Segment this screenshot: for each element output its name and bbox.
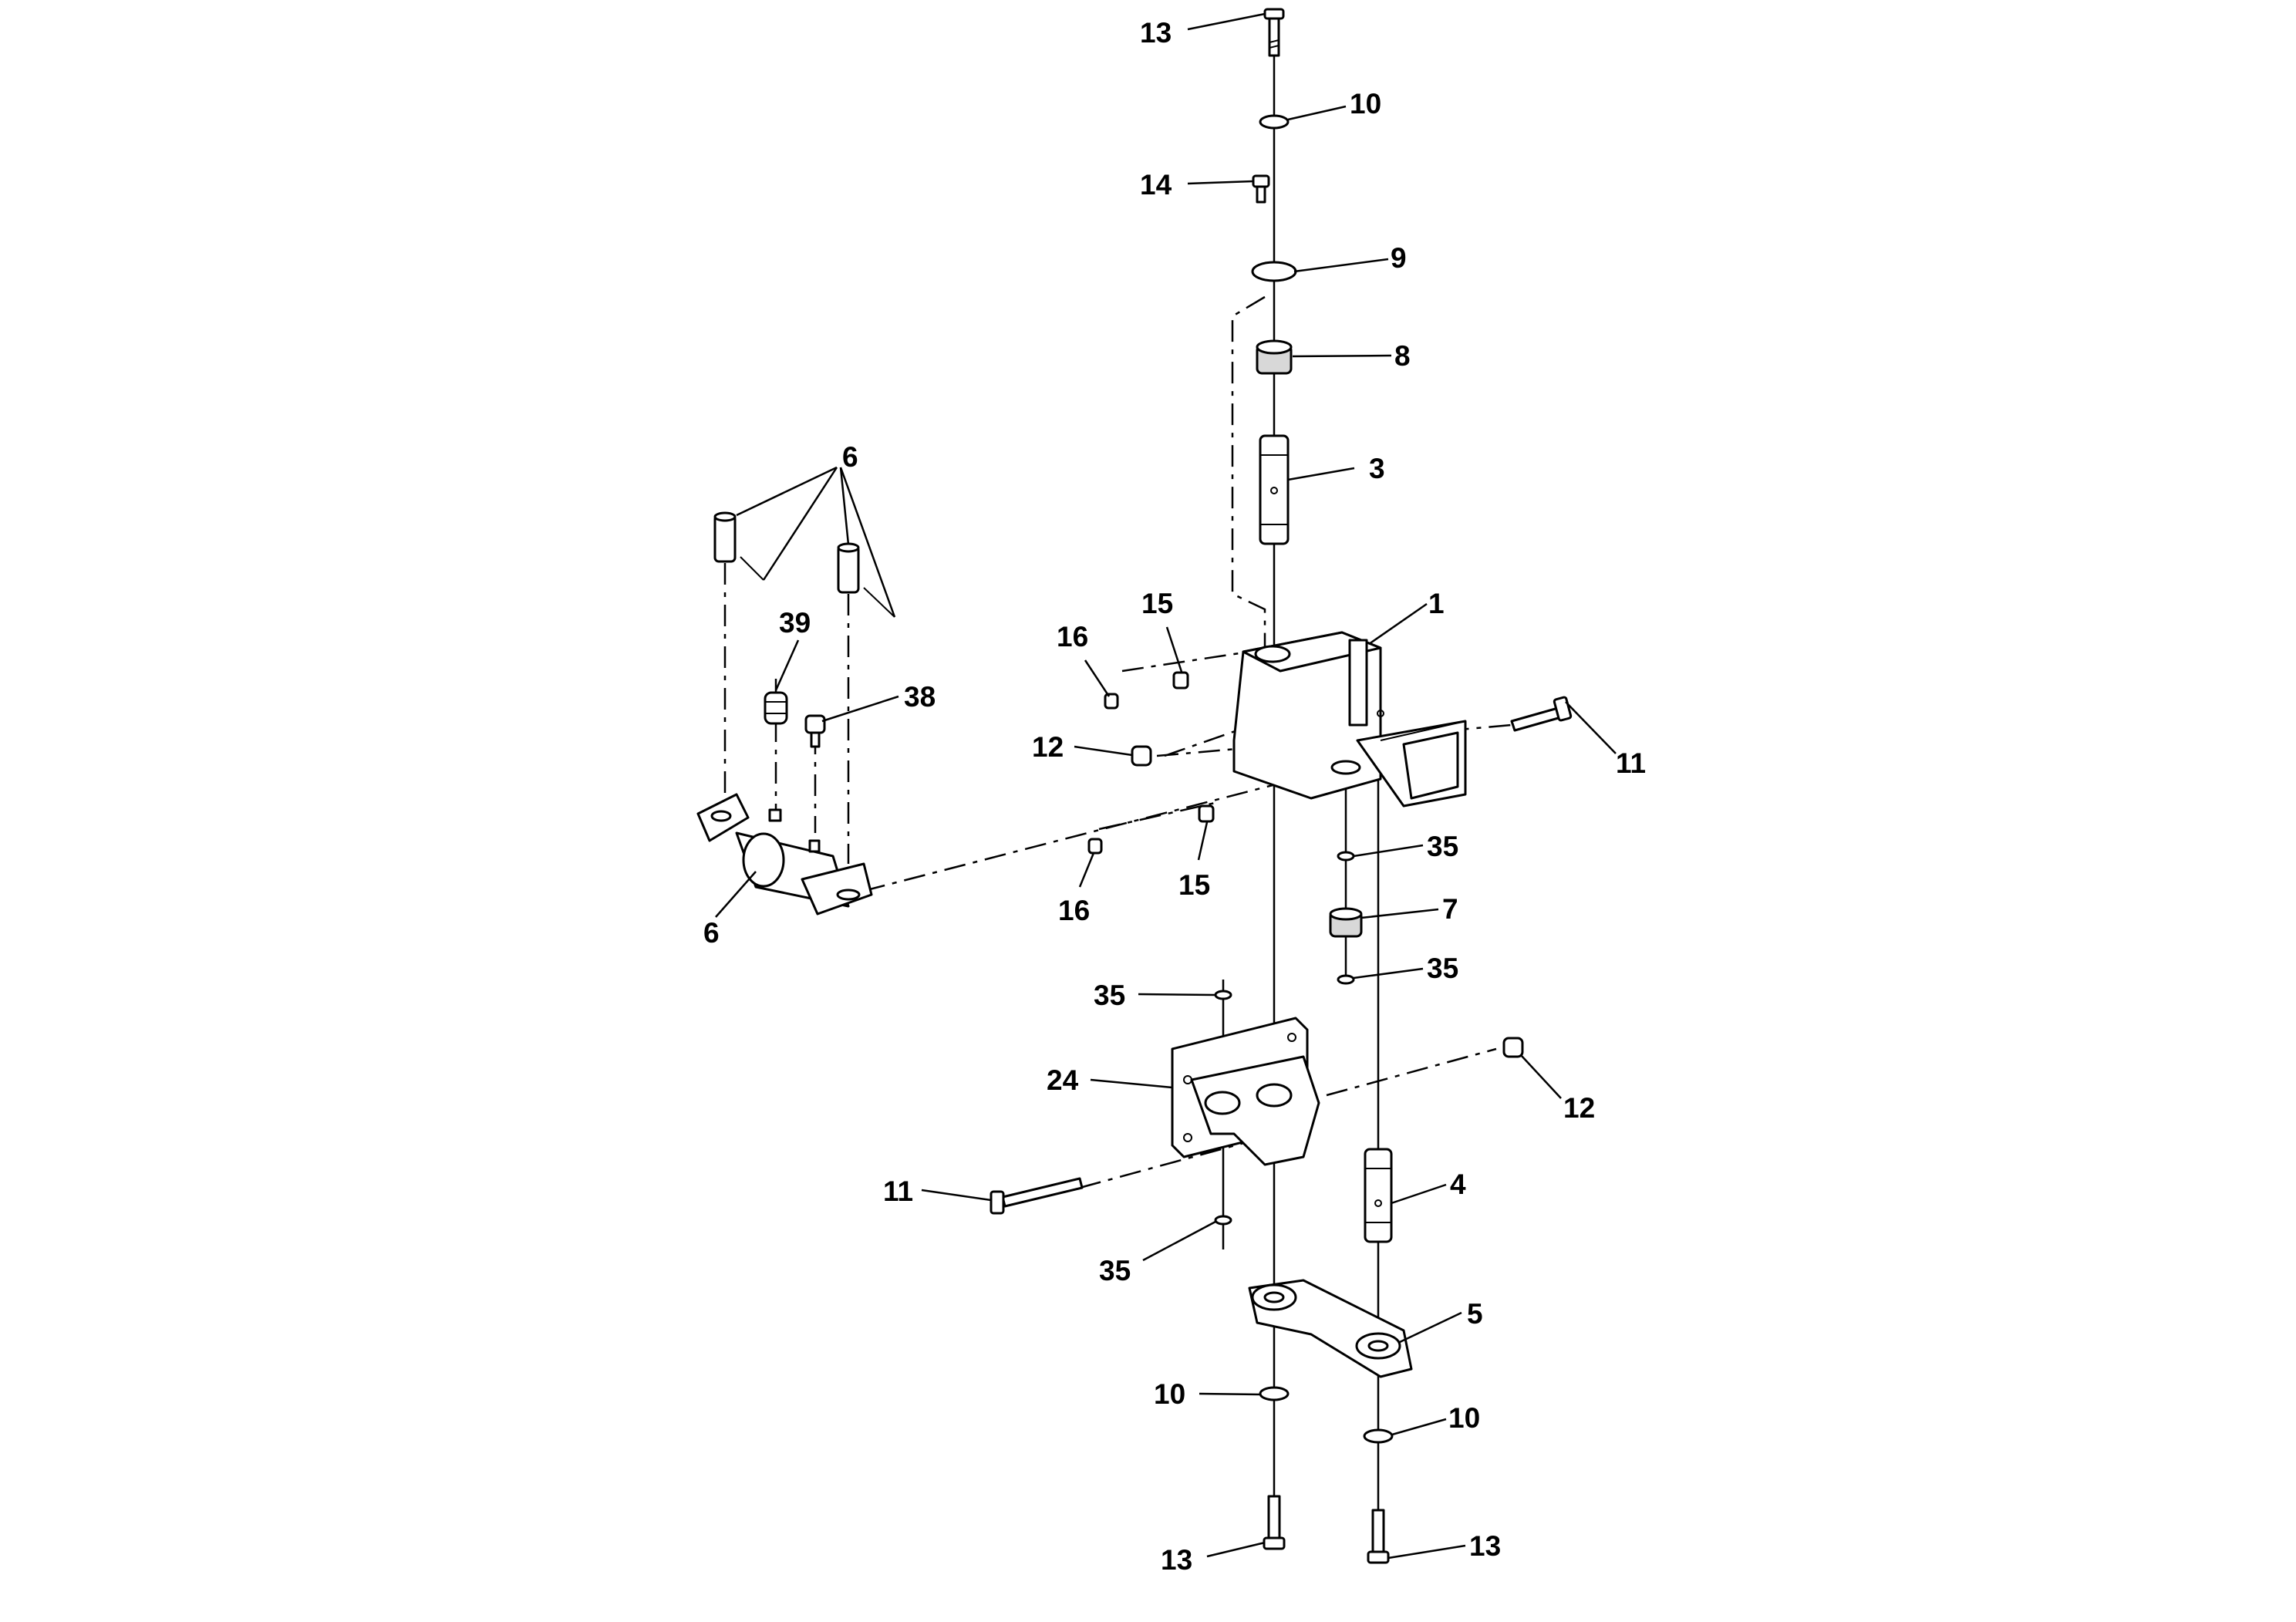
callout-14: 14: [1140, 169, 1172, 201]
callout-6-bottom: 6: [703, 917, 720, 949]
callout-1: 1: [1428, 588, 1445, 619]
pin-6-left: [713, 511, 764, 581]
callout-15-lower: 15: [1178, 869, 1210, 901]
bushing-7: [1329, 907, 1363, 938]
washer-10-lower-left: [1259, 1386, 1290, 1401]
bolt-11-right: [1510, 696, 1573, 732]
callout-13-lower-left: 13: [1161, 1544, 1192, 1576]
callout-5: 5: [1467, 1298, 1483, 1330]
shaft-4: [1364, 1148, 1393, 1243]
callout-12-lower: 12: [1563, 1092, 1595, 1124]
callout-13-lower-right: 13: [1469, 1530, 1501, 1562]
washer-10-top: [1259, 114, 1290, 130]
callout-6-top: 6: [842, 441, 858, 473]
callout-11-left: 11: [883, 1175, 913, 1207]
callout-16-upper: 16: [1057, 621, 1088, 653]
grease-fitting-39: [764, 691, 788, 725]
snap-ring-35-a: [1337, 851, 1355, 862]
bracket-24: [1171, 1017, 1320, 1166]
callout-4: 4: [1450, 1168, 1466, 1200]
callout-8: 8: [1394, 340, 1411, 372]
bracket-1: [1232, 631, 1467, 808]
nut-12-lower: [1502, 1037, 1524, 1058]
snap-ring-35-c: [1214, 990, 1232, 1000]
callout-35-c: 35: [1094, 980, 1125, 1011]
callout-35-b: 35: [1427, 953, 1458, 984]
callout-16-lower: 16: [1058, 895, 1090, 926]
plug-16-lower: [1087, 838, 1103, 855]
plug-16-upper: [1104, 693, 1119, 710]
lever-5: [1248, 1279, 1413, 1378]
callout-10-top: 10: [1350, 88, 1381, 120]
fitting-15-upper: [1172, 671, 1189, 690]
fitting-15-lower: [1198, 804, 1215, 823]
plate-9: [1251, 261, 1297, 282]
callout-10-lower-left: 10: [1154, 1378, 1185, 1410]
screw-14: [1252, 174, 1270, 204]
bolt-13-lower-right: [1367, 1509, 1390, 1564]
callout-12-upper: 12: [1032, 731, 1064, 763]
washer-10-lower-right: [1363, 1428, 1394, 1444]
callout-35-a: 35: [1427, 831, 1458, 862]
leader-lines: [715, 12, 1617, 1560]
nut-12-upper: [1131, 745, 1152, 767]
callout-38: 38: [904, 681, 936, 713]
callout-9: 9: [1391, 242, 1407, 274]
callout-7: 7: [1442, 893, 1458, 925]
pin-6-right: [837, 542, 895, 618]
cylinder-6: [696, 793, 873, 916]
callout-35-d: 35: [1099, 1255, 1131, 1286]
callout-labels: 13 10 14 9 8 3 6 39 38 6 1 15 16 12 11 3…: [703, 17, 1646, 1576]
grease-fitting-38: [804, 714, 826, 748]
bolt-13-top: [1263, 8, 1285, 57]
callout-13-top: 13: [1140, 17, 1172, 49]
bolt-13-lower-left: [1263, 1495, 1286, 1550]
callout-15-upper: 15: [1141, 588, 1173, 619]
snap-ring-35-b: [1337, 974, 1355, 985]
callout-24: 24: [1047, 1064, 1079, 1096]
callout-10-lower-right: 10: [1448, 1402, 1480, 1434]
shaft-3: [1259, 434, 1290, 545]
callout-11-right: 11: [1616, 747, 1646, 779]
bushing-8: [1256, 339, 1293, 375]
snap-ring-35-d: [1214, 1215, 1232, 1226]
callout-3: 3: [1369, 453, 1385, 484]
bolt-11-left: [990, 1177, 1084, 1215]
callout-39: 39: [779, 607, 811, 639]
